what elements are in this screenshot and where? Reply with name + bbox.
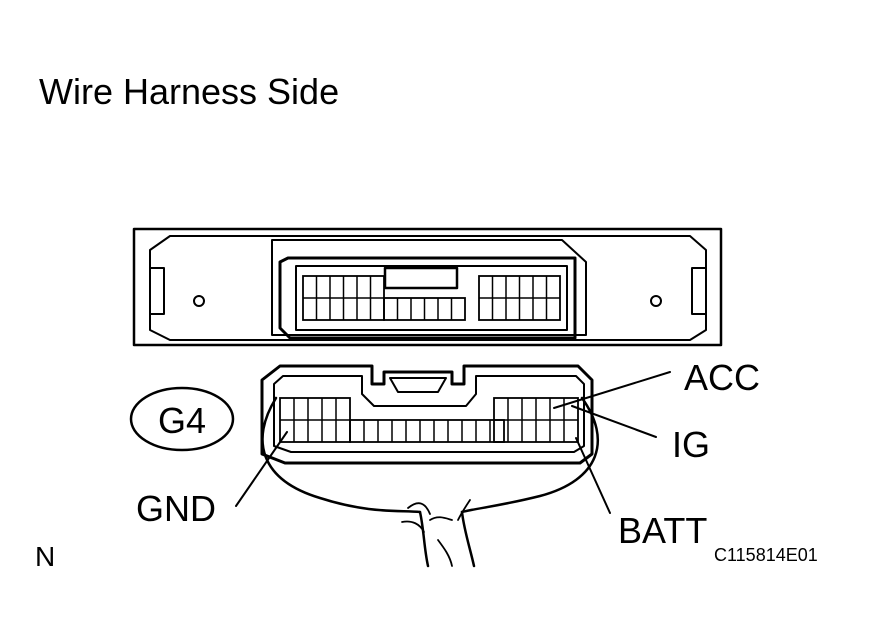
- leader-ig: [571, 405, 657, 438]
- leader-gnd: [235, 431, 288, 507]
- harness-pin-grid-right: [493, 397, 579, 443]
- corner-mark: N: [35, 541, 55, 572]
- leader-acc: [553, 371, 671, 409]
- ecu-pin-grid-right: [478, 275, 561, 321]
- diagram-title: Wire Harness Side: [39, 71, 339, 112]
- ecu-pin-grid-left: [302, 275, 385, 321]
- figure-id: C115814E01: [714, 545, 818, 565]
- connector-code-badge: G4: [129, 386, 235, 452]
- pin-cavity-line: [349, 419, 505, 443]
- terminal-label-batt: BATT: [618, 510, 707, 551]
- terminal-label-ig: IG: [672, 424, 710, 465]
- leader-lines: [235, 371, 671, 514]
- wire-bundle: [261, 396, 599, 568]
- terminal-label-gnd: GND: [136, 488, 216, 529]
- ecu-connector-housing: [132, 227, 723, 347]
- connector-code: G4: [158, 400, 206, 441]
- leader-batt: [575, 437, 611, 514]
- harness-pin-grid-center: [349, 419, 505, 443]
- terminal-label-acc: ACC: [684, 357, 760, 398]
- harness-connector-housing: [260, 364, 594, 465]
- ecu-pin-grid-center: [383, 297, 466, 321]
- harness-pin-grid-left: [279, 397, 351, 443]
